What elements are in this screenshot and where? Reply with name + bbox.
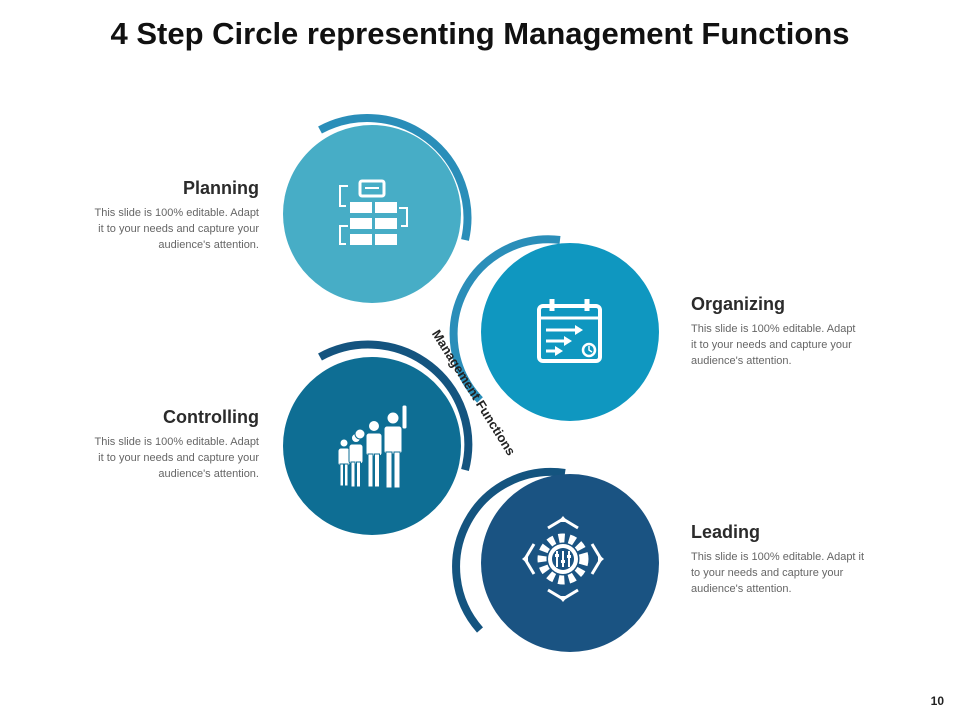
leading-description-line: audience's attention. <box>691 583 792 595</box>
page-number: 10 <box>930 694 944 708</box>
planning-arc <box>318 114 472 241</box>
planning-text-block: Planning This slide is 100% editable. Ad… <box>40 178 260 253</box>
page-title: 4 Step Circle representing Management Fu… <box>110 16 850 51</box>
controlling-description-line: audience's attention. <box>158 468 259 480</box>
planning-description-line: This slide is 100% editable. Adapt <box>94 207 260 219</box>
controlling-circle-group <box>283 340 473 535</box>
planning-description-line: it to your needs and capture your <box>98 223 259 235</box>
organizing-description-line: This slide is 100% editable. Adapt <box>691 323 856 335</box>
task-grid-icon <box>339 179 408 245</box>
organizing-description-line: it to your needs and capture your <box>691 339 852 351</box>
leading-description-line: to your needs and capture your <box>691 567 844 579</box>
leading-text-block: Leading This slide is 100% editable. Ada… <box>691 522 921 597</box>
leading-circle-group <box>452 467 659 652</box>
organizing-description: This slide is 100% editable. Adapt it to… <box>691 321 921 369</box>
planning-title: Planning <box>183 178 259 198</box>
calendar-schedule-icon <box>537 299 602 363</box>
gear-arrows-icon <box>522 516 604 602</box>
leading-description: This slide is 100% editable. Adapt it to… <box>691 549 921 597</box>
controlling-description-line: This slide is 100% editable. Adapt <box>94 436 260 448</box>
controlling-arc <box>318 340 473 472</box>
organizing-arc <box>449 235 561 403</box>
organizing-title: Organizing <box>691 294 785 314</box>
organizing-text-block: Organizing This slide is 100% editable. … <box>691 294 921 369</box>
controlling-title: Controlling <box>163 407 259 427</box>
organizing-description-line: audience's attention. <box>691 355 792 367</box>
leading-description-line: This slide is 100% editable. Adapt it <box>691 551 865 563</box>
planning-circle <box>283 125 461 303</box>
planning-description: This slide is 100% editable. Adapt it to… <box>40 205 260 253</box>
organizing-circle <box>481 243 659 421</box>
leading-title: Leading <box>691 522 761 542</box>
planning-circle-group <box>283 114 472 303</box>
controlling-text-block: Controlling This slide is 100% editable.… <box>40 407 260 482</box>
leading-arc <box>452 467 566 633</box>
controlling-description-line: it to your needs and capture your <box>98 452 259 464</box>
planning-description-line: audience's attention. <box>158 239 259 251</box>
organizing-circle-group <box>449 235 659 421</box>
team-growth-icon <box>337 404 408 489</box>
controlling-description: This slide is 100% editable. Adapt it to… <box>40 434 260 482</box>
